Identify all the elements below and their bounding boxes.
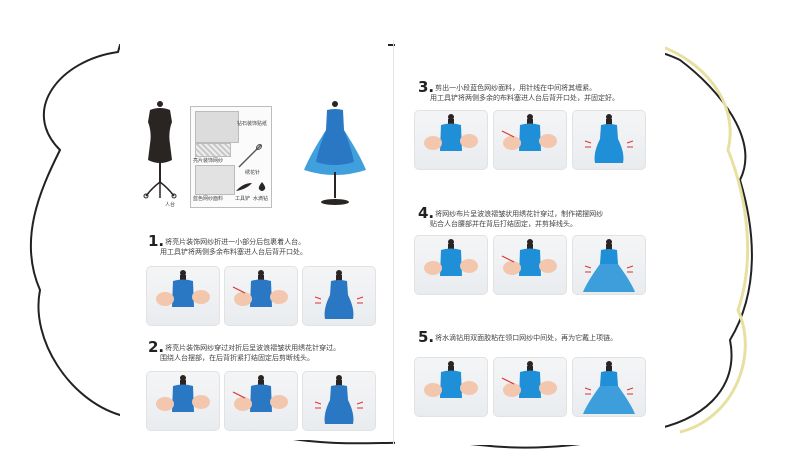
tuck-tulle-photo [493, 110, 567, 170]
add-necklace-photo [493, 357, 567, 417]
sequin-mesh-icon [195, 143, 231, 157]
material-label-1: 亮片装饰网纱 [193, 158, 224, 164]
step-4-line-1: 将网纱布片呈波浪褶皱状用绣花针穿过，制作裙摆网纱 [435, 210, 604, 218]
needle-icon [238, 143, 263, 168]
material-label-4: 工具铲 [235, 196, 251, 202]
step-1-text: 1.将亮片装饰网纱折进一小部分后包裹着人台。 用工具铲将两侧多余布料塞进人台后背… [148, 234, 307, 257]
tuck-fabric-photo [224, 266, 298, 326]
short-dress-photo [302, 371, 376, 431]
step-3-line-2: 用工具铲将两侧多余的布料塞进人台后背开口处，并固定好。 [430, 94, 619, 102]
step-2-line-2: 围绕人台摆部，在后背折紧打结固定后剪断线头。 [160, 354, 314, 362]
step-5-text: 5.将水滴钻用双面胶粘在领口网纱中间处，再为它戴上项链。 [418, 330, 618, 345]
step-3-line-1: 剪出一小段蓝色网纱面料，用针线在中间将其缠紧。 [435, 84, 597, 92]
step-3-number: 3. [418, 78, 435, 96]
sticker-sheet-icon [195, 111, 239, 143]
tulle-skirt-photo [572, 235, 646, 295]
gather-tulle-photo [493, 235, 567, 295]
hold-tulle-photo [414, 110, 488, 170]
material-label-5: 水滴钻 [253, 196, 269, 202]
step-2-text: 2.将亮片装饰网纱穿过对折后呈波浪褶皱状用绣花针穿过。 围绕人台摆部，在后背折紧… [148, 340, 341, 363]
sew-skirt-photo [224, 371, 298, 431]
material-label-2: 绣花针 [245, 170, 261, 176]
tool-shovel-icon [236, 183, 252, 191]
step-2-line-1: 将亮片装饰网纱穿过对折后呈波浪褶皱状用绣花针穿过。 [165, 344, 341, 352]
step-3-text: 3.剪出一小段蓝色网纱面料，用针线在中间将其缠紧。 用工具铲将两侧多余的布料塞进… [418, 80, 619, 103]
wrap-sequin-photo [146, 266, 220, 326]
fold-skirt-photo [146, 371, 220, 431]
step-5-line-1: 将水滴钻用双面胶粘在领口网纱中间处，再为它戴上项链。 [435, 334, 618, 342]
tulle-sheet-photo [414, 235, 488, 295]
material-label-0: 钻石装饰贴纸 [237, 121, 268, 127]
step-2-number: 2. [148, 338, 165, 356]
attach-diamond-photo [414, 357, 488, 417]
wavy-highlight-border [659, 44, 750, 434]
materials-card: 钻石装饰贴纸 亮片装饰网纱 绣花针 蓝色网纱面料 工具铲 水滴钻 [190, 106, 272, 208]
mannequin-label: 人台 [165, 202, 176, 208]
tulle-bodice-photo [572, 110, 646, 170]
blue-tulle-icon [195, 165, 235, 195]
water-drop-diamond-icon [258, 182, 266, 191]
step-1-line-1: 将亮片装饰网纱折进一小部分后包裹着人台。 [165, 238, 306, 246]
step-4-number: 4. [418, 204, 435, 222]
final-gown-photo [572, 357, 646, 417]
step-5-number: 5. [418, 328, 435, 346]
finished-bodice-photo [302, 266, 376, 326]
step-1-line-2: 用工具铲将两侧多余布料塞进人台后背开口处。 [160, 248, 307, 256]
step-4-text: 4.将网纱布片呈波浪褶皱状用绣花针穿过，制作裙摆网纱 贴合人台腰部并在背后打结固… [418, 206, 604, 229]
step-1-number: 1. [148, 232, 165, 250]
step-4-line-2: 贴合人台腰部并在背后打结固定，并剪掉线头。 [430, 220, 577, 228]
page-fold [393, 40, 394, 445]
mannequin-icon [143, 101, 177, 199]
finished-dress-illustration [304, 101, 366, 205]
material-label-3: 蓝色网纱面料 [193, 196, 224, 202]
